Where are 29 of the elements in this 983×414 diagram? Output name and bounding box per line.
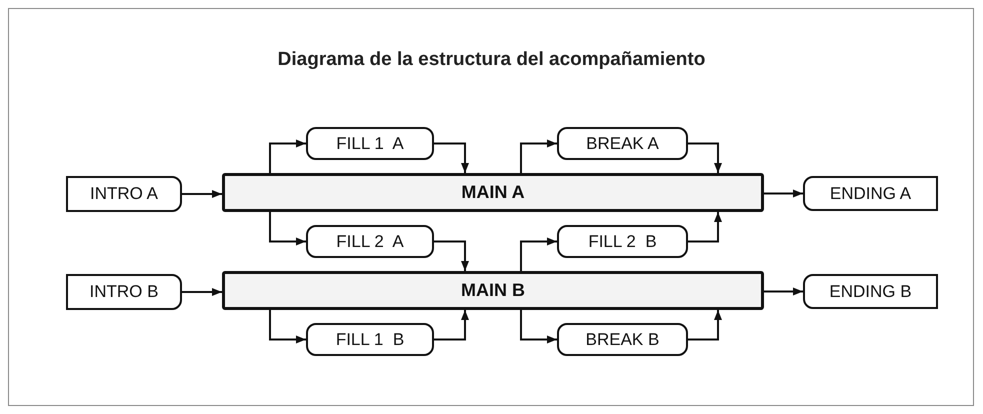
ending-box: ENDING A (803, 176, 938, 211)
pattern-box: FILL 2 A (306, 225, 434, 258)
arrow (520, 238, 557, 271)
arrow (269, 310, 306, 344)
pattern-box: FILL 1 B (306, 323, 434, 356)
arrow (688, 212, 722, 242)
pattern-box: FILL 1 A (306, 127, 434, 160)
arrow (182, 190, 222, 198)
arrow (764, 288, 803, 296)
arrow (434, 142, 469, 173)
arrow (182, 288, 222, 296)
main-section-bar: MAIN A (222, 173, 764, 212)
main-section-bar: MAIN B (222, 271, 764, 310)
arrow (688, 310, 722, 340)
pattern-box: BREAK B (557, 323, 688, 356)
arrow (764, 190, 803, 198)
intro-box: INTRO B (66, 274, 182, 310)
arrow (688, 142, 722, 173)
arrow (520, 140, 557, 173)
intro-box: INTRO A (66, 176, 182, 212)
arrow (269, 212, 306, 246)
diagram-title: Diagrama de la estructura del acompañamiento (276, 49, 706, 71)
pattern-box: BREAK A (557, 127, 688, 160)
ending-box: ENDING B (803, 274, 938, 309)
arrow (434, 240, 469, 271)
arrow (269, 140, 306, 173)
arrow (520, 310, 557, 344)
pattern-box: FILL 2 B (557, 225, 688, 258)
arrow (434, 310, 469, 340)
